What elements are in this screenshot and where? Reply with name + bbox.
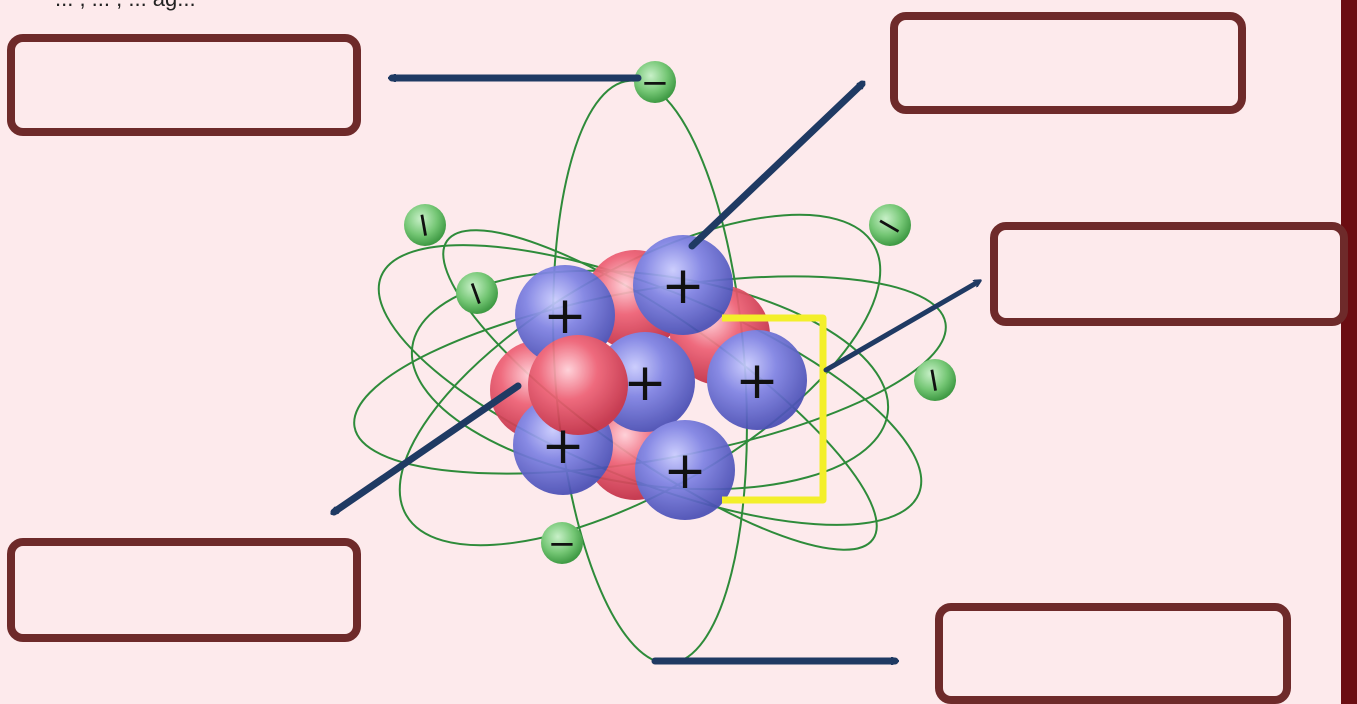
label-box-proton[interactable] bbox=[890, 12, 1246, 114]
proton bbox=[635, 420, 735, 520]
cropped-header-text: ... , ... , ... ag... bbox=[55, 0, 196, 12]
electron-minus-sign: − bbox=[912, 363, 956, 398]
electron: − bbox=[912, 359, 956, 401]
proton-plus-sign: + bbox=[541, 416, 585, 476]
proton bbox=[633, 235, 733, 335]
nucleus-bracket bbox=[722, 314, 827, 504]
proton-plus-sign: + bbox=[623, 353, 667, 413]
label-box-neutron[interactable] bbox=[7, 538, 361, 642]
label-box-orbit[interactable] bbox=[935, 603, 1291, 704]
proton-plus-sign: + bbox=[663, 441, 707, 501]
proton-plus-sign: + bbox=[735, 351, 779, 411]
arrow-neutron bbox=[334, 382, 522, 516]
electron-minus-sign: − bbox=[867, 201, 912, 250]
label-box-nucleus[interactable] bbox=[990, 222, 1348, 326]
electron: − bbox=[867, 201, 912, 250]
electron: − bbox=[452, 272, 500, 314]
proton-plus-sign: + bbox=[543, 286, 587, 346]
arrow-proton bbox=[688, 84, 862, 250]
electron: − bbox=[402, 204, 446, 246]
electron-minus-sign: − bbox=[452, 273, 499, 313]
electron-minus-sign: − bbox=[641, 63, 670, 103]
proton-plus-sign: + bbox=[661, 256, 705, 316]
proton bbox=[707, 330, 807, 430]
neutron bbox=[528, 335, 628, 435]
proton-signs: + + + + + + bbox=[541, 256, 779, 501]
arrow-nucleus bbox=[823, 282, 978, 373]
electron-minus-sign: − bbox=[548, 524, 577, 564]
nucleus bbox=[490, 235, 807, 520]
arrows bbox=[334, 78, 978, 661]
electron: − bbox=[634, 61, 676, 103]
label-box-electron[interactable] bbox=[7, 34, 361, 136]
electron: − bbox=[541, 522, 583, 564]
right-edge-bar bbox=[1341, 0, 1357, 704]
electron-minus-sign: − bbox=[402, 208, 446, 243]
